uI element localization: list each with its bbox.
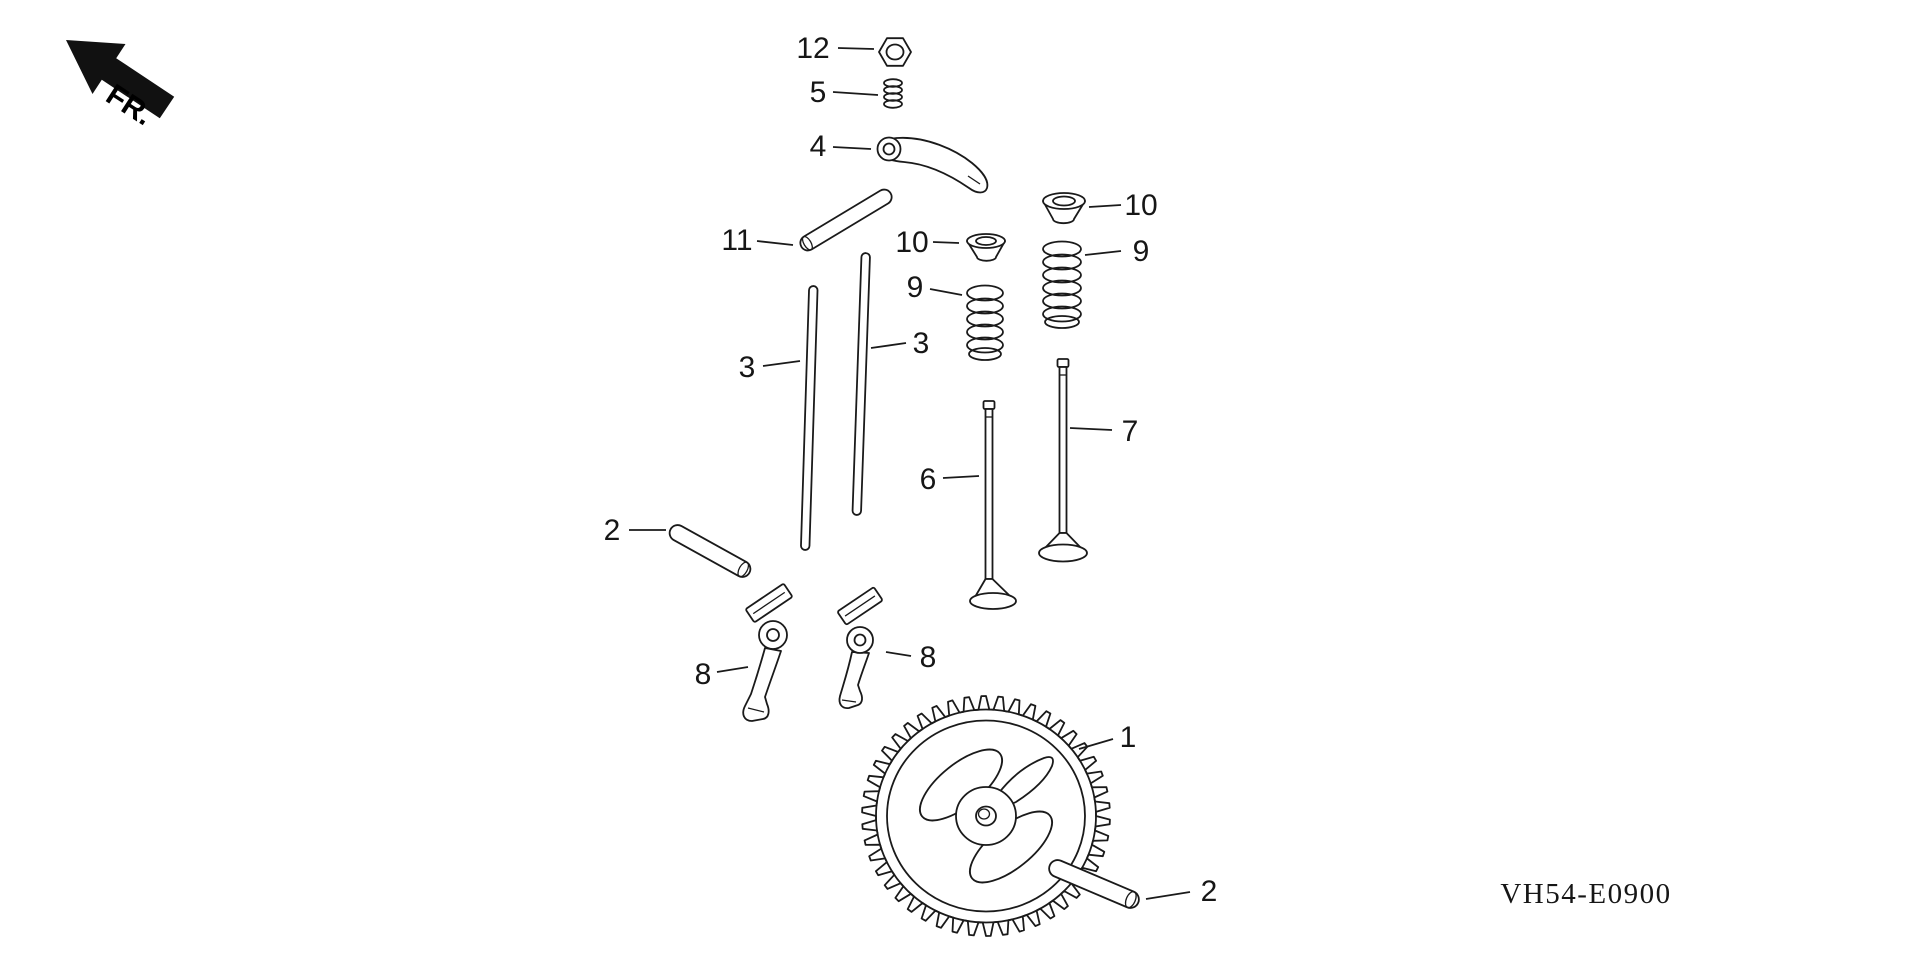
callout-9-right: 9 — [1084, 235, 1150, 268]
callout-2-lower-label: 2 — [1201, 875, 1218, 908]
callout-10-left: 10 — [895, 226, 960, 259]
callout-2-lower-leader — [1145, 891, 1191, 900]
callout-1-leader — [1078, 738, 1114, 750]
gear-hub — [955, 786, 1017, 846]
diagram-code: VH54-E0900 — [1500, 878, 1671, 910]
callout-2-lower: 2 — [1145, 875, 1218, 908]
dowel-pin-lower — [1048, 859, 1140, 909]
callout-6-label: 6 — [920, 463, 937, 496]
callout-9-left: 9 — [907, 271, 963, 304]
rocker-arm — [876, 136, 989, 194]
callout-8-left-label: 8 — [695, 658, 712, 691]
callout-12: 12 — [796, 32, 875, 65]
gear-root-circle — [875, 708, 1097, 924]
rocker-pin — [799, 188, 893, 252]
callout-10-right-label: 10 — [1124, 189, 1157, 222]
callout-3-left: 3 — [739, 351, 801, 384]
callout-3-left-label: 3 — [739, 351, 756, 384]
callout-12-label: 12 — [796, 32, 829, 65]
callout-10-right: 10 — [1088, 189, 1158, 222]
gear-rim-circle — [886, 719, 1086, 913]
pivot-nut — [878, 37, 912, 67]
callout-11-leader — [756, 240, 794, 246]
callout-4-leader — [832, 146, 872, 150]
cam-follower-right-arm — [838, 651, 870, 709]
rocker-arm-eye — [876, 136, 902, 162]
callout-9-right-leader — [1084, 250, 1122, 256]
callout-4: 4 — [810, 130, 872, 163]
spring-retainer-left — [966, 233, 1006, 262]
callout-12-leader — [837, 47, 875, 50]
spring-retainer-right — [1042, 192, 1086, 225]
callout-8-right-leader — [885, 651, 912, 657]
callout-6-leader — [942, 475, 980, 479]
callout-4-label: 4 — [810, 130, 827, 163]
gear-center-hole — [975, 805, 997, 827]
front-arrow-icon — [66, 40, 175, 119]
callout-3-right-leader — [870, 342, 907, 349]
callout-5-leader — [832, 91, 879, 96]
cam-follower-left — [742, 583, 793, 722]
callout-9-left-label: 9 — [907, 271, 924, 304]
callout-6: 6 — [920, 463, 980, 496]
callout-1: 1 — [1078, 721, 1137, 754]
camshaft-gear — [861, 695, 1111, 937]
callout-3-right: 3 — [870, 327, 930, 360]
callout-9-right-label: 9 — [1133, 235, 1150, 268]
callout-5-label: 5 — [810, 76, 827, 109]
callout-8-left: 8 — [695, 658, 749, 691]
push-rod-right — [851, 252, 871, 516]
callout-8-left-leader — [716, 666, 749, 673]
callout-3-right-label: 3 — [913, 327, 930, 360]
callout-1-label: 1 — [1120, 721, 1137, 754]
callout-11: 11 — [721, 224, 794, 257]
valve-spring-left — [966, 284, 1004, 361]
cam-follower-right — [837, 586, 883, 709]
valve-6 — [969, 400, 1017, 610]
push-rod-left — [800, 285, 819, 551]
nut-hole — [885, 43, 905, 61]
dowel-pin-upper — [668, 524, 752, 578]
front-direction-marker: FR. — [66, 40, 175, 132]
callout-7-label: 7 — [1122, 415, 1139, 448]
callout-8-right: 8 — [885, 641, 937, 674]
callout-10-right-leader — [1088, 204, 1122, 208]
callout-7-leader — [1069, 427, 1113, 431]
callout-8-right-label: 8 — [920, 641, 937, 674]
cam-follower-left-arm — [742, 647, 782, 722]
nut-hex-body — [878, 37, 912, 67]
rocker-arm-eye-hole — [882, 142, 896, 156]
callout-9-left-leader — [929, 288, 963, 296]
callout-5: 5 — [810, 76, 879, 109]
callout-2-upper-label: 2 — [604, 514, 621, 547]
callout-3-left-leader — [762, 360, 801, 367]
callout-11-label: 11 — [721, 224, 752, 257]
callout-2-upper: 2 — [604, 514, 666, 547]
valve-spring-right — [1042, 240, 1082, 329]
callout-7: 7 — [1069, 415, 1139, 448]
callout-10-left-label: 10 — [895, 226, 928, 259]
valve-7 — [1038, 358, 1088, 563]
pivot-spring — [883, 78, 903, 109]
callout-10-left-leader — [932, 241, 960, 244]
